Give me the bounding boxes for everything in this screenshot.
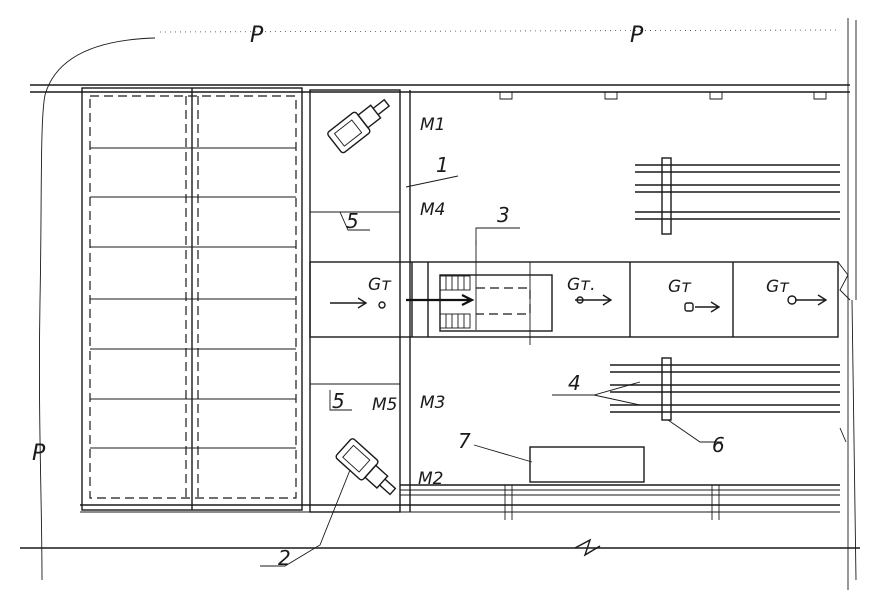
vehicle-top-icon [327,98,391,154]
callout-5-upper: 5 [346,209,359,233]
leader-1 [405,175,459,188]
leader-6 [667,419,722,443]
leader-5-upper [339,211,370,231]
flow-arrow-4 [695,301,721,313]
right-small-mark [839,427,847,443]
callout-3: 3 [497,203,510,227]
top-road-posts [499,92,827,100]
label-gt-1: Gт [368,275,392,295]
unloading-station-outline [439,274,553,332]
callout-7: 7 [458,429,471,453]
station-grip-bottom-ribs [445,314,465,328]
label-gt-3: Gт [668,277,692,297]
label-p-top-right: P [630,23,644,48]
flow-arrow-3 [575,294,613,306]
flow-arrow-5 [795,294,828,306]
leader-2 [260,469,351,567]
leader-3 [475,227,520,245]
conveyor-line-outline [309,261,839,338]
callout-6: 6 [712,433,725,457]
storage-building-inner-dashed [89,95,297,499]
bottom-rail-2 [400,489,840,496]
flow-arrow-2 [406,294,475,306]
label-gt-2: Gт. [567,275,595,295]
corridor-bay-lines [310,211,400,385]
label-p-top-left: P [250,23,264,48]
label-gt-4: Gт [766,277,790,297]
callout-4: 4 [568,371,581,395]
callout-5-lower: 5 [332,389,345,413]
right-boundary-line-2 [851,20,857,581]
rail-stack-bottom [610,364,840,413]
rail-stack-top [635,164,840,220]
left-curved-boundary [38,37,156,581]
break-symbol-bottom [574,538,601,557]
storage-center-dashed [185,96,199,498]
flow-arrow-1 [330,297,368,309]
label-m1: M1 [420,115,445,135]
callout-1: 1 [436,153,449,177]
station-dashed-body [476,287,531,315]
station-grip-top [439,275,471,291]
break-symbol-right [837,261,851,301]
leader-7 [473,444,533,463]
load-marker-3 [684,302,694,312]
rail-stack-bottom-tie [661,357,672,421]
load-marker-1 [378,301,386,309]
label-m3: M3 [420,393,445,413]
rail-stack-top-tie [661,157,672,235]
station-grip-bottom [439,313,471,329]
bottom-rail-ties [504,485,720,520]
station-guides [475,240,531,345]
station-grip-top-ribs [445,276,465,290]
callout-2: 2 [278,546,291,570]
label-m2: M2 [418,469,443,489]
label-p-left: P [32,441,46,466]
load-marker-2 [576,296,584,304]
label-m4: M4 [420,200,445,220]
leader-4 [552,381,641,406]
item-7-block [529,446,645,483]
top-dotted-boundary [159,29,841,33]
vehicle-bottom-icon [335,438,397,496]
load-marker-4 [787,295,797,305]
corridor-outline [309,89,401,513]
storage-bay-lines [90,147,296,449]
label-m5: M5 [372,395,397,415]
leader-5-lower [329,390,352,411]
